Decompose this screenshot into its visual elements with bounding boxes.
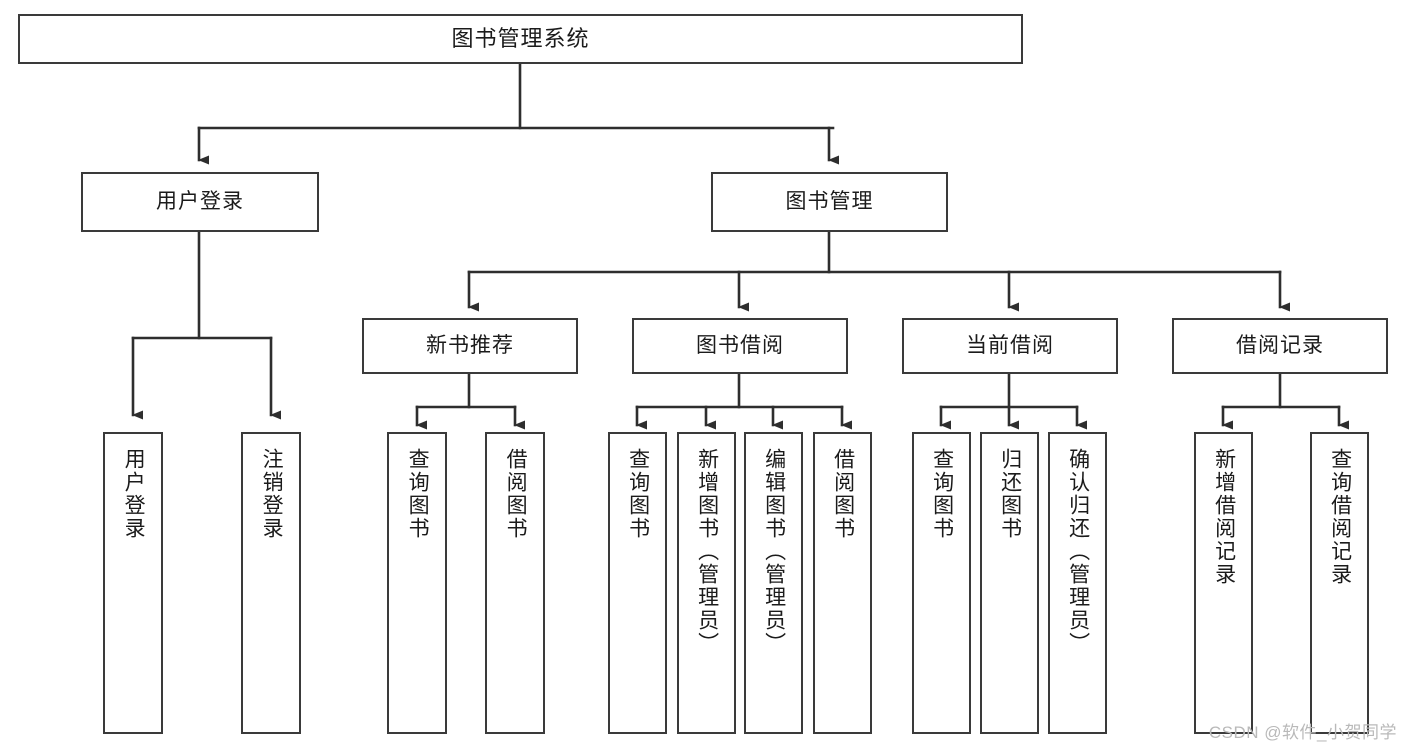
leaf-query-borrow-record[interactable]: 查询借阅记录	[1310, 432, 1369, 734]
leaf-borrow-book-new[interactable]: 借阅图书	[485, 432, 545, 734]
watermark-text: CSDN @软件_小贺同学	[1208, 723, 1397, 742]
leaf-query-book-bb[interactable]: 查询图书	[608, 432, 667, 734]
leaf-add-borrow-record[interactable]: 新增借阅记录	[1194, 432, 1253, 734]
leaf-borrow-book-bb[interactable]: 借阅图书	[813, 432, 872, 734]
node-new-book-recommend[interactable]: 新书推荐	[362, 318, 578, 374]
node-borrow-records[interactable]: 借阅记录	[1172, 318, 1388, 374]
node-current-borrow[interactable]: 当前借阅	[902, 318, 1118, 374]
leaf-logout[interactable]: 注销登录	[241, 432, 301, 734]
leaf-query-book-new[interactable]: 查询图书	[387, 432, 447, 734]
leaf-user-login[interactable]: 用户登录	[103, 432, 163, 734]
leaf-return-book[interactable]: 归还图书	[980, 432, 1039, 734]
leaf-edit-book-admin[interactable]: 编辑图书（管理员）	[744, 432, 803, 734]
node-user-login[interactable]: 用户登录	[81, 172, 319, 232]
node-root[interactable]: 图书管理系统	[18, 14, 1023, 64]
leaf-query-book-cb[interactable]: 查询图书	[912, 432, 971, 734]
node-book-borrow[interactable]: 图书借阅	[632, 318, 848, 374]
leaf-confirm-return-admin[interactable]: 确认归还（管理员）	[1048, 432, 1107, 734]
node-book-manage[interactable]: 图书管理	[711, 172, 948, 232]
leaf-add-book-admin[interactable]: 新增图书（管理员）	[677, 432, 736, 734]
